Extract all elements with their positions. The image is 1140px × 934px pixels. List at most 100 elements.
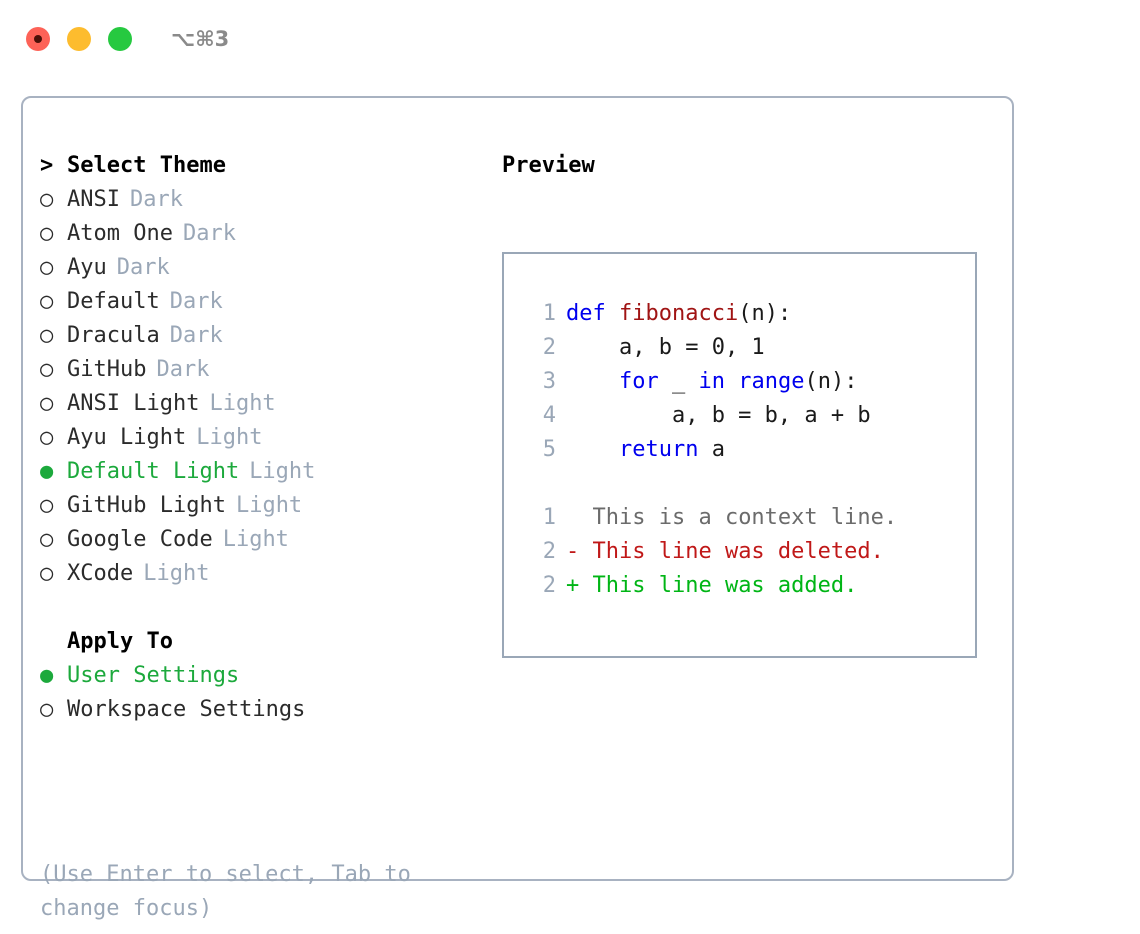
diff-line-text: This line was added. — [579, 572, 858, 598]
code-token: in — [698, 368, 725, 394]
theme-variant-tag: Dark — [169, 322, 223, 348]
apply-to-item[interactable]: ○ Workspace Settings — [40, 692, 490, 726]
code-token: (n): — [804, 368, 858, 394]
diff-line-text: This line was deleted. — [579, 538, 884, 564]
theme-list-item[interactable]: ● Default Light Light — [40, 454, 490, 488]
theme-list-item[interactable]: ○ ANSI Dark — [40, 182, 490, 216]
line-number: 5 — [542, 436, 556, 462]
line-number: 1 — [542, 300, 556, 326]
code-token: def — [566, 300, 619, 326]
close-button[interactable] — [26, 27, 50, 51]
line-number: 2 — [542, 334, 556, 360]
code-blank-line — [526, 466, 897, 500]
theme-variant-tag: Dark — [116, 254, 170, 280]
diff-sign: - — [566, 538, 580, 564]
diff-line: 2 + This line was added. — [526, 568, 897, 602]
code-token — [566, 369, 619, 394]
theme-variant-tag: Light — [222, 526, 289, 552]
theme-name-label: ANSI Light — [67, 390, 200, 416]
code-token — [566, 437, 619, 462]
theme-name-label: GitHub — [67, 356, 147, 382]
theme-name-label: XCode — [67, 560, 134, 586]
radio-unselected-icon: ○ — [40, 696, 54, 722]
theme-variant-tag: Light — [235, 492, 303, 518]
theme-name-label: Dracula — [67, 322, 160, 348]
radio-selected-icon: ● — [40, 458, 54, 484]
maximize-button[interactable] — [108, 27, 132, 51]
code-token: a, b = b, a + b — [566, 402, 871, 428]
diff-sign — [566, 505, 579, 530]
theme-variant-tag: Light — [249, 458, 316, 484]
radio-unselected-icon: ○ — [40, 390, 54, 416]
window-title: ⌥⌘3 — [171, 27, 230, 51]
code-token: range — [738, 368, 805, 394]
radio-unselected-icon: ○ — [40, 492, 54, 518]
apply-to-list: ● User Settings ○ Workspace Settings — [40, 658, 490, 726]
theme-name-label: ANSI — [67, 186, 120, 212]
line-number: 2 — [542, 572, 556, 598]
radio-unselected-icon: ○ — [40, 560, 54, 586]
code-line: 5 return a — [526, 432, 897, 466]
list-spacer — [40, 590, 490, 624]
code-line-text: def fibonacci(n): — [566, 301, 791, 326]
preview-title: Preview — [502, 152, 595, 178]
code-line: 3 for _ in range(n): — [526, 364, 897, 398]
code-token: (n): — [738, 300, 792, 326]
window-titlebar: ⌥⌘3 — [0, 0, 1140, 78]
theme-variant-tag: Light — [196, 424, 263, 450]
code-token: for — [618, 368, 659, 394]
code-line: 2 a, b = 0, 1 — [526, 330, 897, 364]
apply-to-item-label: Workspace Settings — [67, 696, 306, 722]
theme-name-label: Ayu Light — [67, 424, 187, 450]
theme-list-item[interactable]: ○ GitHub Light Light — [40, 488, 490, 522]
radio-unselected-icon: ○ — [40, 186, 54, 212]
minimize-button[interactable] — [67, 27, 91, 51]
theme-list-item[interactable]: ○ Dracula Dark — [40, 318, 490, 352]
diff-line: 1 This is a context line. — [526, 500, 897, 534]
theme-name-label: Default Light — [67, 458, 240, 484]
theme-name-label: Ayu — [67, 254, 107, 280]
apply-to-item[interactable]: ● User Settings — [40, 658, 490, 692]
keyboard-hint-text: (Use Enter to select, Tab to change focu… — [40, 862, 411, 921]
radio-unselected-icon: ○ — [40, 526, 54, 552]
line-number: 2 — [542, 538, 556, 564]
recording-indicator-icon — [34, 35, 42, 43]
line-number: 1 — [542, 504, 556, 530]
diff-line-text: This is a context line. — [579, 504, 898, 530]
theme-variant-tag: Dark — [129, 186, 183, 212]
code-line-text: a, b = b, a + b — [566, 403, 871, 428]
radio-selected-icon: ● — [40, 662, 54, 688]
line-number: 3 — [542, 368, 556, 394]
theme-name-label: GitHub Light — [67, 492, 226, 518]
theme-variant-tag: Dark — [169, 288, 223, 314]
radio-unselected-icon: ○ — [40, 288, 54, 314]
radio-unselected-icon: ○ — [40, 322, 54, 348]
code-token: a — [698, 436, 725, 462]
diff-line: 2- This line was deleted. — [526, 534, 897, 568]
apply-to-item-label: User Settings — [67, 662, 240, 688]
diff-sign: + — [566, 572, 580, 598]
theme-variant-tag: Dark — [156, 356, 210, 382]
line-number: 4 — [542, 402, 556, 428]
select-theme-label: Select Theme — [67, 152, 226, 178]
code-token — [725, 369, 738, 394]
code-token: a, b = 0, 1 — [566, 334, 765, 360]
theme-name-label: Default — [67, 288, 160, 314]
code-token: _ — [658, 368, 699, 394]
prompt-caret-icon: > — [40, 152, 54, 178]
code-line-text: for _ in range(n): — [566, 369, 857, 394]
code-token: fibonacci — [618, 300, 739, 326]
theme-list-item[interactable]: ○ Default Dark — [40, 284, 490, 318]
apply-to-header: Apply To — [40, 624, 490, 658]
code-line: 4 a, b = b, a + b — [526, 398, 897, 432]
